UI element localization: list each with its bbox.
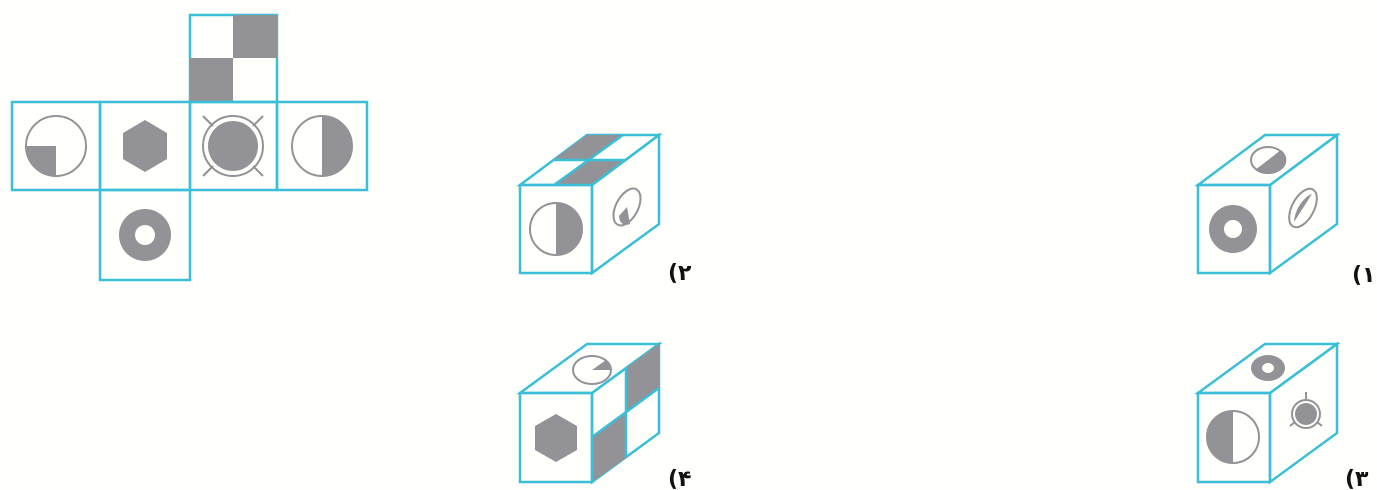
rayed-circle-icon (1289, 392, 1323, 429)
rayed-circle-icon (202, 115, 264, 177)
ring-icon (1251, 355, 1285, 381)
net-face-center-left (98, 100, 192, 192)
ring-icon (1209, 205, 1257, 253)
net-face-right (275, 100, 369, 192)
option-1-cube[interactable] (1194, 132, 1341, 276)
option-2-cube[interactable] (516, 132, 663, 276)
small-half-circle-diagonal-icon (1250, 146, 1287, 175)
option-3-label: (۳ (1345, 467, 1369, 490)
net-face-center (188, 100, 279, 192)
option-1-label: (۱ (1352, 263, 1375, 288)
net-face-left (10, 100, 102, 192)
hexagon-icon (123, 120, 167, 172)
small-half-circle-diagonal-icon (1288, 187, 1318, 229)
ring-icon (119, 209, 171, 261)
hexagon-icon (535, 414, 577, 462)
net-face-top (188, 13, 279, 104)
half-circle-icon (529, 202, 583, 256)
quarter-circle-icon (572, 355, 612, 385)
cube-net (10, 13, 369, 282)
half-circle-icon (291, 115, 353, 177)
option-4-cube[interactable] (516, 341, 663, 485)
half-circle-icon (1206, 410, 1260, 464)
quarter-circle-icon (612, 187, 642, 227)
option-2-label: (۲ (668, 261, 692, 286)
quarter-circle-icon (25, 115, 87, 177)
option-3-cube[interactable] (1194, 341, 1341, 485)
option-4-label: (۴ (668, 467, 691, 490)
net-face-bottom (98, 188, 192, 282)
